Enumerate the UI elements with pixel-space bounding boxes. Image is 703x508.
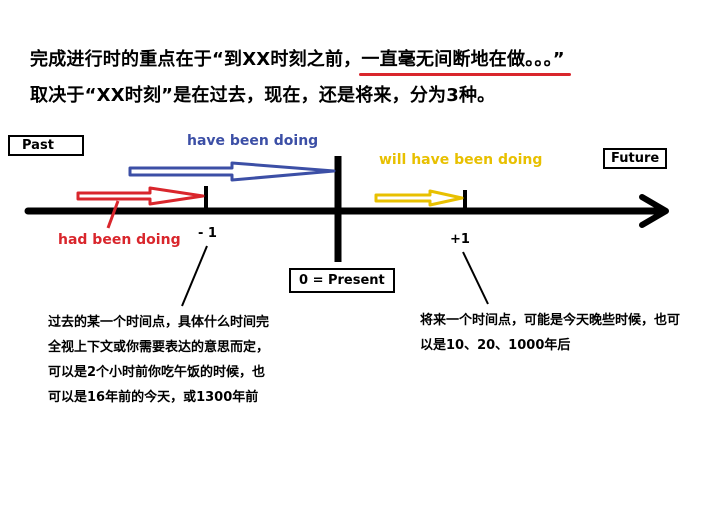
had-been-doing-pointer bbox=[106, 200, 120, 229]
will-have-been-doing-label: will have been doing bbox=[379, 152, 543, 168]
will-have-been-doing-arrow bbox=[374, 189, 464, 207]
present-label: 0 = Present bbox=[289, 268, 395, 293]
past-point-note: 过去的某一个时间点，具体什么时间完全视上下文或你需要表达的意思而定，可以是2个小… bbox=[48, 315, 270, 405]
heading-line-2: 取决于“XX时刻”是在过去，现在，还是将来，分为3种。 bbox=[30, 85, 496, 106]
future-label: Future bbox=[603, 148, 668, 169]
past-label: Past bbox=[8, 135, 84, 156]
heading-line-1-text: 完成进行时的重点在于“到XX时刻之前， bbox=[30, 49, 362, 70]
timeline-arrowhead bbox=[639, 194, 669, 228]
future-point-note: 将来一个时间点，可能是今天晚些时候，也可以是10、20、1000年后 bbox=[420, 313, 681, 353]
past-point-pointer bbox=[181, 245, 208, 307]
future-point-pointer bbox=[462, 251, 489, 305]
had-been-doing-label: had been doing bbox=[58, 232, 181, 248]
have-been-doing-arrow bbox=[128, 161, 336, 182]
heading-emphasis: 一直毫无间断地在做。。。” bbox=[361, 49, 565, 70]
minus-one-label: - 1 bbox=[198, 226, 217, 241]
heading-line-1: 完成进行时的重点在于“到XX时刻之前，一直毫无间断地在做。。。” bbox=[30, 45, 565, 71]
have-been-doing-label: have been doing bbox=[187, 133, 319, 149]
plus-one-label: +1 bbox=[450, 232, 470, 247]
had-been-doing-arrow bbox=[76, 186, 205, 206]
